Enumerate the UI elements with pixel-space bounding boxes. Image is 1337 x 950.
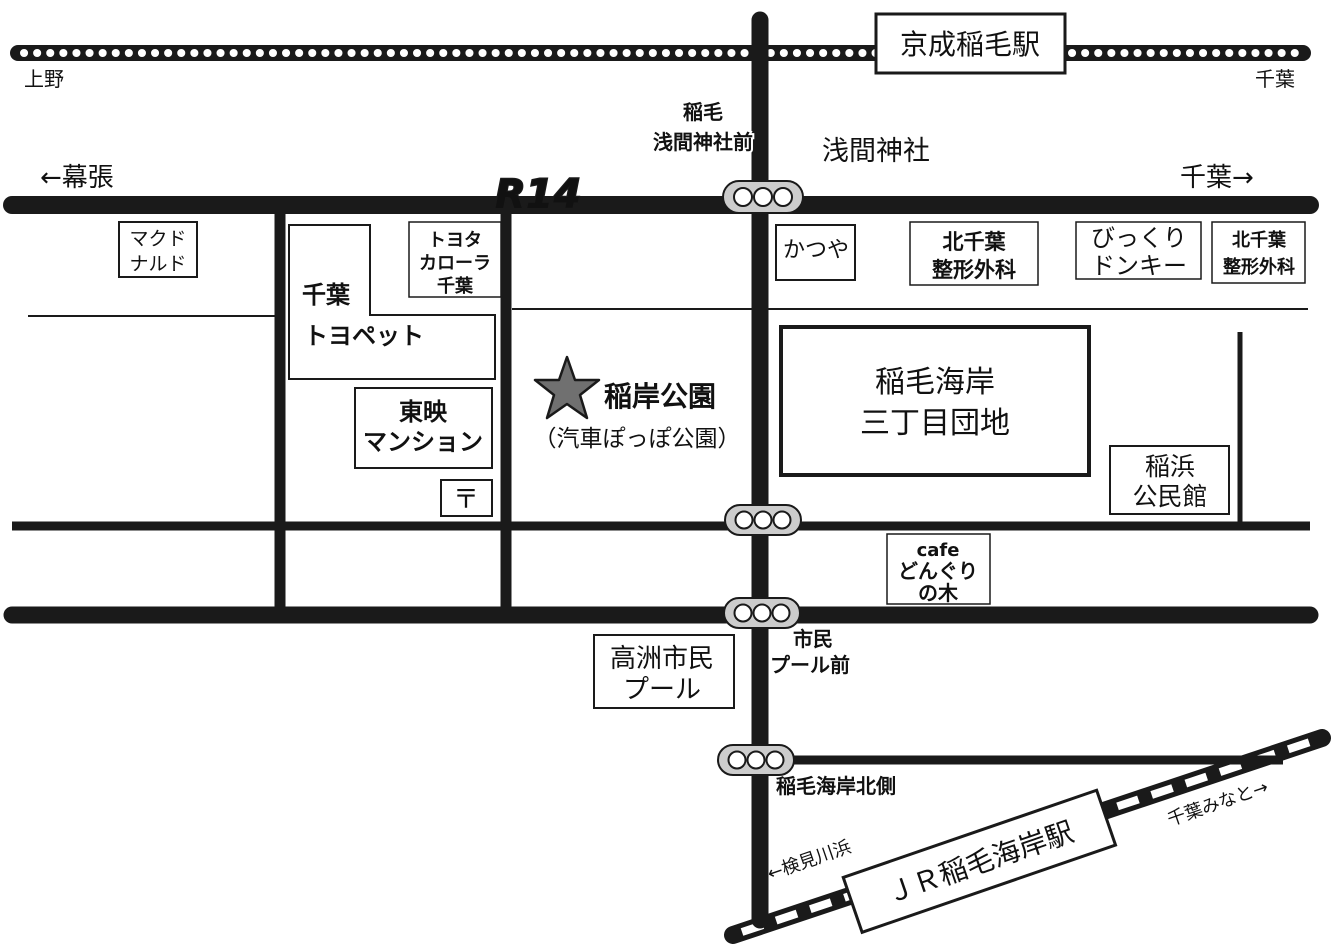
toyota-corolla-box [408, 221, 502, 298]
intersection-pool-line2: プール前 [770, 653, 850, 677]
danchi-box [779, 325, 1091, 477]
kitachiba-clinic-box [909, 221, 1039, 286]
kitachiba-clinic-2-label-line1: 北千葉 [1232, 230, 1287, 251]
direction-chiba-top: 千葉 [1255, 67, 1295, 91]
toei-mansion-label-line1: 東映 [399, 398, 448, 426]
takasu-pool-label-line1: 高洲市民 [610, 644, 714, 674]
direction-kemigawahama: ←検見川浜 [765, 837, 854, 885]
cafe-donguri-label-line2: どんぐり [898, 559, 978, 583]
traffic-signal-icon [722, 180, 804, 214]
kominkan-label-line2: 公民館 [1132, 482, 1207, 511]
toei-mansion-label-line2: マンション [363, 428, 483, 456]
bikkuri-donkey-box [1075, 221, 1202, 280]
katsuya-box [775, 224, 856, 281]
traffic-signal-icon [724, 504, 802, 536]
post-office-box [440, 479, 493, 517]
kominkan-box [1109, 445, 1230, 515]
toei-mansion-box [354, 387, 493, 469]
roads [3, 11, 1319, 929]
kitachiba-clinic-label-line1: 北千葉 [943, 230, 1007, 254]
danchi-label-line2: 三丁目団地 [860, 406, 1010, 441]
traffic-signal-icon [717, 744, 795, 776]
direction-ueno: 上野 [24, 67, 64, 91]
mcdonalds-box [118, 221, 198, 278]
traffic-signal-icon [723, 597, 801, 629]
toyopet-label-line1: 千葉 [302, 281, 351, 309]
bikkuri-donkey-label-line1: びっくり [1091, 224, 1187, 252]
jr-station-box: ＪＲ稲毛海岸駅 [841, 788, 1118, 935]
toyota-label-line3: 千葉 [437, 276, 474, 297]
keisei-station-label: 京成稲毛駅 [900, 28, 1040, 61]
danchi-label-line1: 稲毛海岸 [875, 365, 995, 400]
katsuya-label: かつや [783, 238, 849, 263]
intersection-pool-line1: 市民 [793, 627, 833, 651]
toyota-label-line1: トヨタ [428, 230, 482, 251]
star-icon [533, 355, 601, 420]
park-alias-label: （汽車ぽっぽ公園） [534, 426, 741, 452]
cafe-donguri-box [886, 533, 991, 605]
direction-chiba-right: 千葉→ [1180, 163, 1254, 193]
intersection-sengen-line2: 浅間神社前 [653, 130, 753, 154]
kitachiba-clinic-2-box [1211, 221, 1306, 284]
sengen-shrine-label: 浅間神社 [822, 136, 930, 167]
intersection-kaigan-north: 稲毛海岸北側 [776, 774, 896, 798]
toyota-label-line2: カローラ [419, 253, 491, 274]
toyopet-box [288, 224, 496, 380]
takasu-pool-box [593, 634, 735, 709]
mcdonalds-label-line1: マクド [129, 228, 186, 250]
keisei-station-box: 京成稲毛駅 [874, 12, 1067, 75]
bikkuri-donkey-label-line2: ドンキー [1091, 252, 1187, 280]
intersection-sengen-line1: 稲毛 [683, 100, 723, 124]
cafe-donguri-label-line3: の木 [918, 581, 959, 605]
cafe-donguri-label-line1: cafe [917, 540, 960, 561]
direction-makuhari: ←幕張 [40, 163, 114, 193]
mcdonalds-label-line2: ナルド [129, 253, 186, 275]
kitachiba-clinic-label-line2: 整形外科 [932, 258, 1016, 282]
kominkan-label-line1: 稲浜 [1145, 452, 1195, 481]
toyopet-label-line2: トヨペット [304, 322, 424, 350]
kitachiba-clinic-2-label-line2: 整形外科 [1222, 256, 1295, 278]
post-office-icon: 〒 [453, 485, 479, 515]
takasu-pool-label-line2: プール [623, 675, 701, 705]
park-name-label: 稲岸公園 [604, 380, 716, 413]
route-14-label: R14 [495, 172, 581, 218]
